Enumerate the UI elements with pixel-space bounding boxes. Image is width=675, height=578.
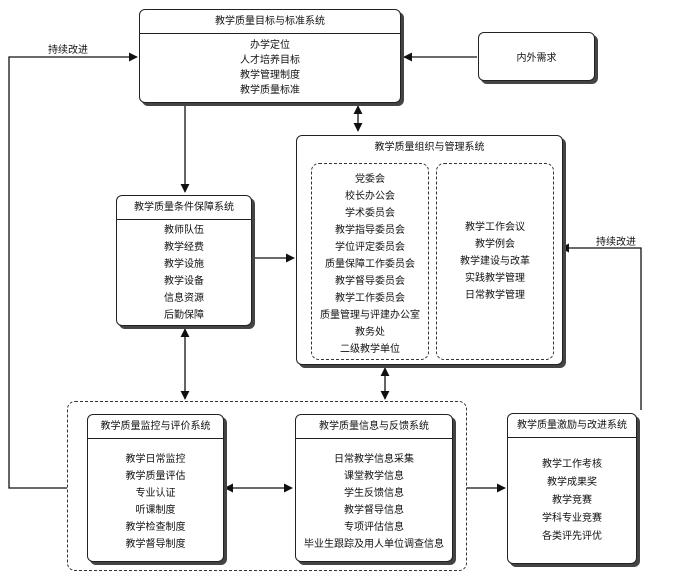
incentive-item: 学科专业竞赛	[542, 513, 602, 524]
conditions-item: 教学经费	[164, 242, 204, 253]
monitoring-item: 教学日常监控	[125, 454, 186, 465]
conditions-item: 信息资源	[164, 293, 204, 304]
organization-committees-list: 党委会 校长办公会 学术委员会 教学指导委员会 学位评定委员会 质量保障工作委员…	[311, 171, 429, 358]
organization-work-item: 教学例会	[475, 239, 515, 250]
feedback-system-title: 教学质量信息与反馈系统	[296, 415, 452, 439]
right-loop-arrow	[560, 243, 642, 410]
standards-item: 办学定位	[250, 40, 290, 51]
organization-committee-item: 学术委员会	[345, 208, 395, 219]
organization-committee-item: 党委会	[355, 174, 385, 185]
external-needs-box: 内外需求	[478, 32, 595, 81]
organization-system-box: 教学质量组织与管理系统	[296, 135, 563, 365]
conditions-item: 后勤保障	[164, 310, 204, 321]
conditions-system-box: 教学质量条件保障系统 教师队伍 教学经费 教学设施 教学设备 信息资源 后勤保障	[116, 195, 252, 326]
standards-item: 教学管理制度	[240, 70, 300, 81]
standards-system-box: 教学质量目标与标准系统 办学定位 人才培养目标 教学管理制度 教学质量标准	[139, 9, 401, 103]
external-needs-label: 内外需求	[516, 53, 557, 64]
monitoring-item: 教学督导制度	[125, 539, 186, 550]
monitoring-item: 专业认证	[135, 488, 176, 499]
conditions-item: 教学设施	[164, 259, 204, 270]
evaluation-group-frame	[67, 401, 467, 571]
organization-committee-item: 二级教学单位	[340, 344, 400, 355]
feedback-item: 教学督导信息	[344, 505, 404, 516]
organization-system-title: 教学质量组织与管理系统	[374, 142, 485, 153]
incentive-item: 各类评先评优	[542, 531, 602, 542]
incentive-item: 教学竞赛	[552, 495, 592, 506]
feedback-item: 课堂教学信息	[344, 471, 404, 482]
organization-committee-item: 教务处	[355, 327, 385, 338]
organization-committees-frame	[311, 163, 429, 360]
monitoring-item: 教学检查制度	[125, 522, 186, 533]
monitoring-system-box: 教学质量监控与评价系统 教学日常监控 教学质量评估 专业认证 听课制度 教学检查…	[87, 414, 224, 562]
organization-work-frame	[436, 163, 554, 360]
organization-committee-item: 教学指导委员会	[335, 225, 405, 236]
monitoring-item: 教学质量评估	[125, 471, 186, 482]
standards-item: 教学质量标准	[240, 85, 300, 96]
standards-item: 人才培养目标	[240, 55, 300, 66]
right-loop-label: 持续改进	[596, 237, 636, 248]
feedback-item: 专项评估信息	[344, 522, 404, 533]
left-loop-arrow	[8, 52, 138, 489]
organization-work-item: 实践教学管理	[465, 273, 525, 284]
incentive-system-title: 教学质量激励与改进系统	[508, 414, 636, 438]
incentive-item: 教学成果奖	[547, 477, 597, 488]
feedback-item: 学生反馈信息	[344, 488, 404, 499]
conditions-system-title: 教学质量条件保障系统	[117, 196, 251, 220]
conditions-item: 教师队伍	[164, 225, 204, 236]
organization-committee-item: 质量保障工作委员会	[325, 259, 415, 270]
left-loop-label: 持续改进	[48, 45, 88, 56]
monitoring-item: 听课制度	[135, 505, 176, 516]
organization-work-list: 教学工作会议 教学例会 教学建设与改革 实践教学管理 日常教学管理	[436, 219, 554, 304]
organization-committee-item: 质量管理与评建办公室	[320, 310, 420, 321]
organization-committee-item: 学位评定委员会	[335, 242, 405, 253]
organization-work-item: 教学建设与改革	[460, 256, 530, 267]
conditions-item: 教学设备	[164, 276, 204, 287]
organization-committee-item: 教学督导委员会	[335, 276, 405, 287]
feedback-item: 毕业生跟踪及用人单位调查信息	[304, 539, 444, 550]
organization-committee-item: 教学工作委员会	[335, 293, 405, 304]
organization-committee-item: 校长办公会	[345, 191, 395, 202]
standards-system-title: 教学质量目标与标准系统	[140, 10, 400, 34]
incentive-item: 教学工作考核	[542, 459, 602, 470]
feedback-item: 日常教学信息采集	[334, 454, 414, 465]
incentive-system-box: 教学质量激励与改进系统 教学工作考核 教学成果奖 教学竞赛 学科专业竞赛 各类评…	[507, 413, 637, 564]
organization-work-item: 日常教学管理	[465, 290, 525, 301]
organization-work-item: 教学工作会议	[465, 222, 525, 233]
monitoring-system-title: 教学质量监控与评价系统	[88, 415, 223, 439]
feedback-system-box: 教学质量信息与反馈系统 日常教学信息采集 课堂教学信息 学生反馈信息 教学督导信…	[295, 414, 453, 562]
